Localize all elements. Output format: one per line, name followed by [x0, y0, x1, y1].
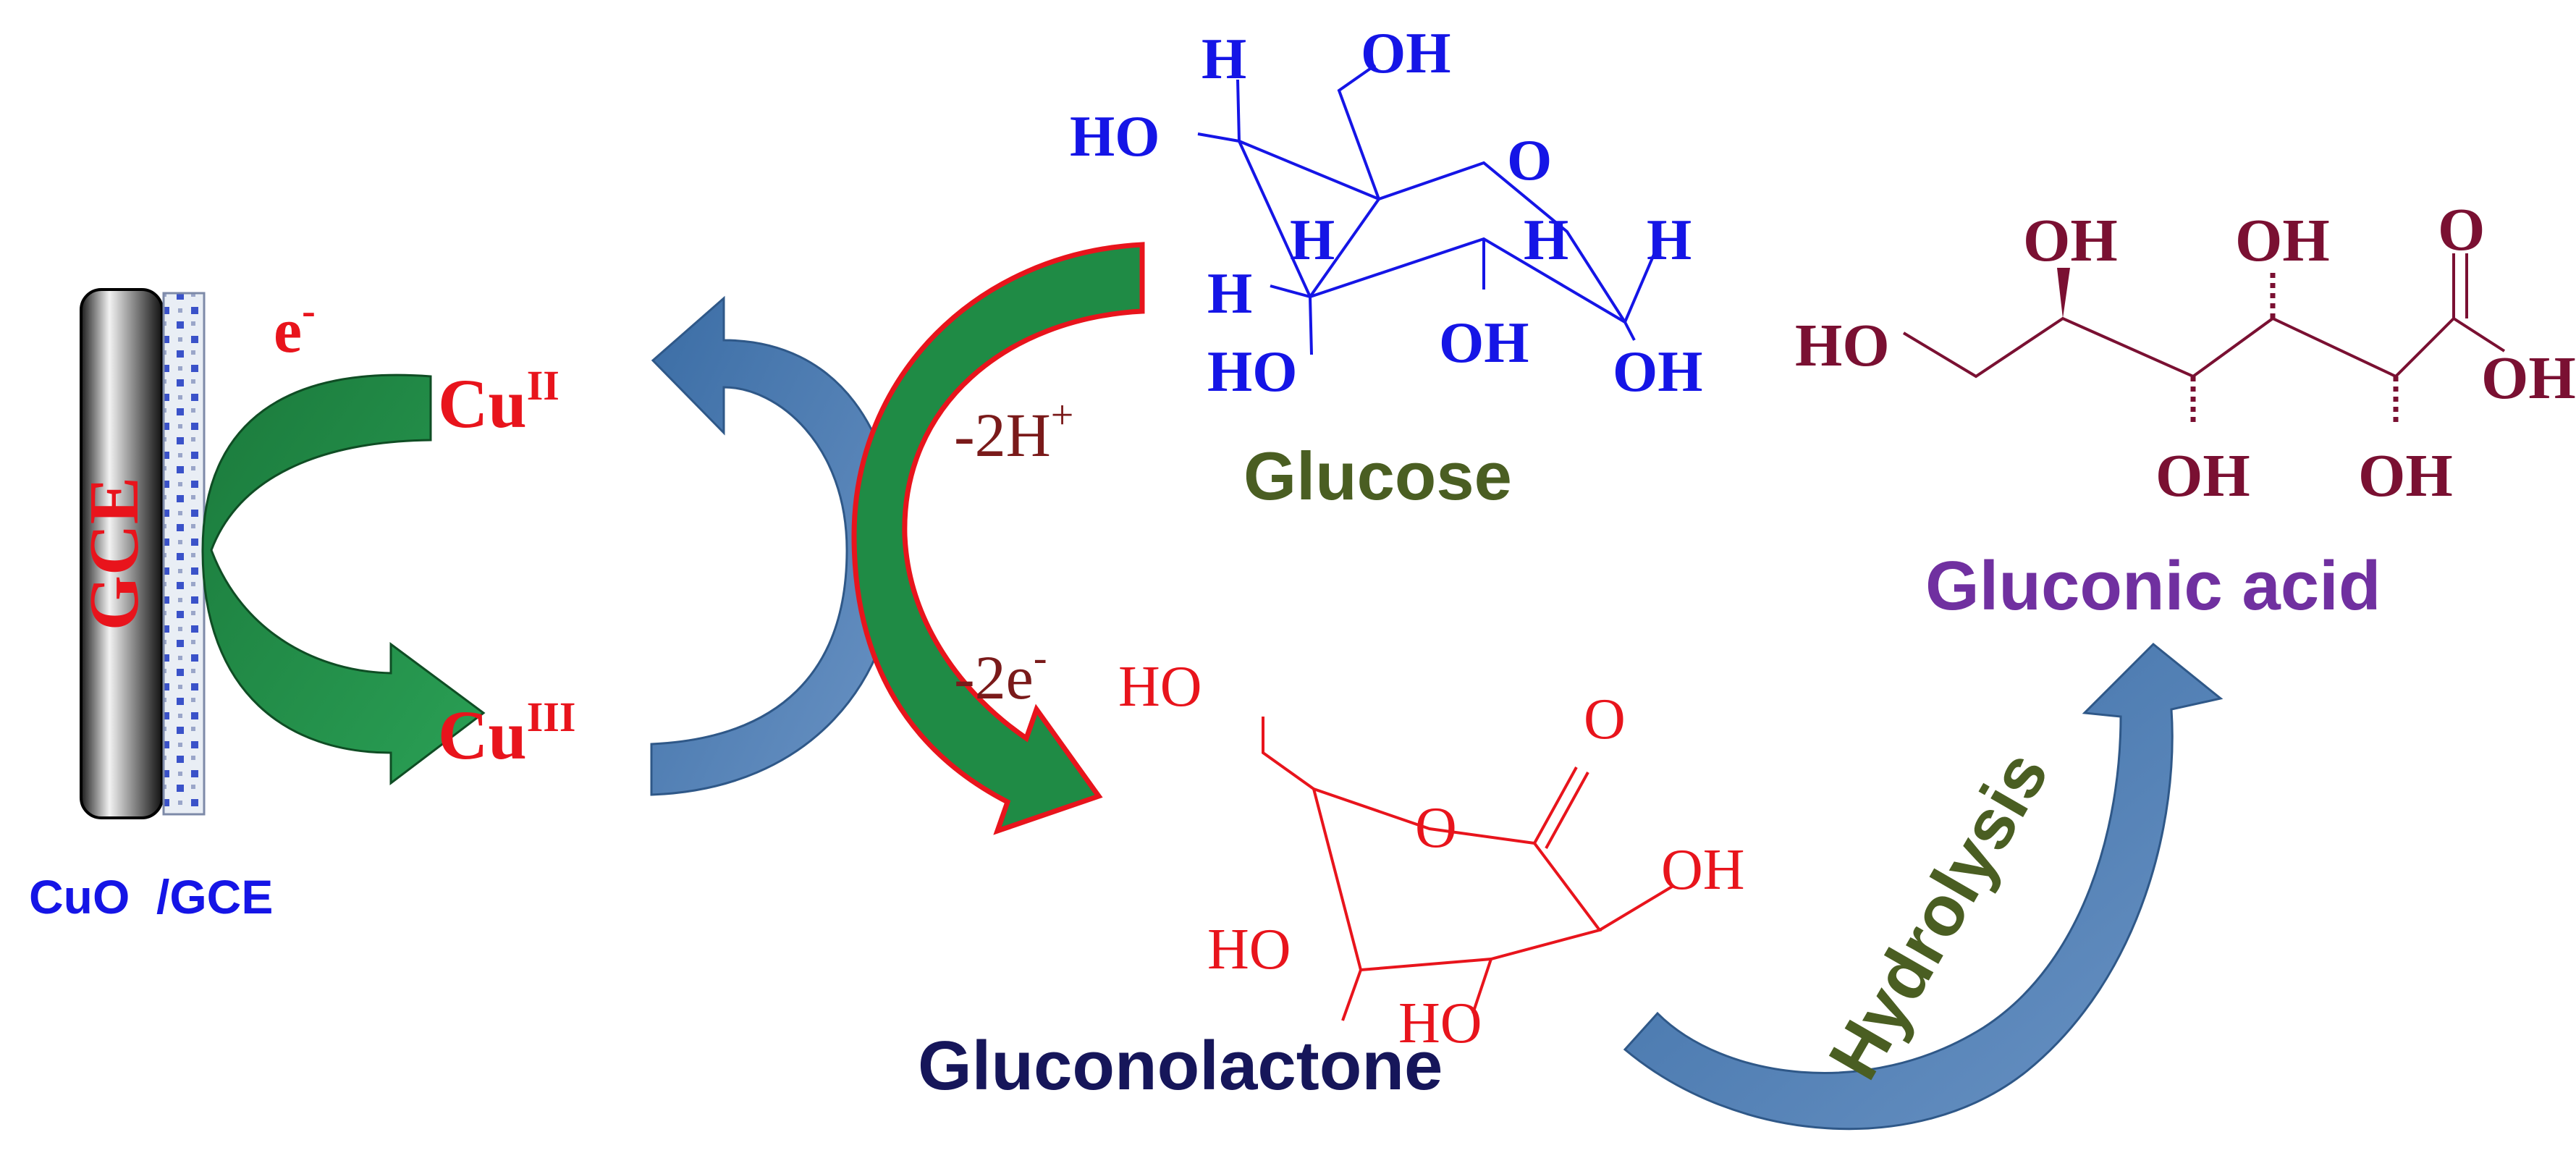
glucose-ring-bottom	[1238, 140, 1626, 324]
lactone-bond-ch2	[1262, 717, 1315, 790]
cu-iii-label: CuIII	[438, 693, 575, 774]
gce-label: GCE	[75, 477, 153, 630]
glucose-atom-h-right: H	[1647, 208, 1692, 272]
glucose-ring-top	[1238, 140, 1626, 324]
glucose-bond-1	[1236, 79, 1241, 142]
glucose-atom-ho-bottom: HO	[1207, 340, 1297, 404]
glucose-bond-c1	[1309, 198, 1380, 298]
glucose-atom-h-top: H	[1202, 28, 1246, 91]
proton-loss-text: -2H	[954, 400, 1051, 470]
lactone-atom-ho-left: HO	[1207, 918, 1291, 981]
gluconolactone-name: Gluconolactone	[918, 1027, 1443, 1105]
cu-ii-label: CuII	[438, 362, 559, 442]
cu-ii-superscript: II	[527, 362, 559, 409]
glucose-atom-o-ring: O	[1507, 129, 1552, 193]
green-redox-arrow	[201, 373, 486, 786]
glucose-structure	[1197, 64, 1659, 355]
svg-text:CuII: CuII	[438, 362, 559, 442]
glucose-bond-6	[1623, 321, 1636, 341]
glucose-atom-h-left: H	[1207, 262, 1252, 326]
glucose-name: Glucose	[1243, 438, 1512, 514]
gluconic-acid-name: Gluconic acid	[1925, 547, 2381, 625]
cu-iii-symbol: Cu	[438, 696, 527, 774]
gluconic-atom-oh-1: OH	[2023, 207, 2118, 274]
gluconic-atom-o-carbonyl: O	[2438, 196, 2485, 263]
electron-symbol: e	[274, 296, 302, 366]
lactone-bond-ho-mid	[1471, 958, 1492, 1014]
glucose-bond-ch2	[1337, 64, 1380, 200]
gluconic-carbonyl	[2452, 253, 2468, 318]
lactone-bond-ho-left	[1341, 969, 1362, 1021]
cuo-layer	[162, 292, 206, 816]
glucose-atom-oh-bottom: OH	[1613, 340, 1702, 404]
glucose-atom-h-mid1: H	[1290, 208, 1335, 272]
glucose-bond-4	[1270, 284, 1311, 298]
gluconic-atom-oh-4: OH	[2358, 442, 2453, 510]
electron-label: e-	[274, 289, 316, 366]
glucose-bond-3	[1309, 296, 1313, 355]
electron-loss-superscript: -	[1034, 635, 1047, 680]
gluconic-atom-labels: OH OH O HO OH OH OH	[1795, 196, 2576, 510]
lactone-atom-oh-right: OH	[1661, 838, 1745, 902]
gluconolactone-structure	[1262, 717, 1673, 1021]
gluconic-atom-oh-3: OH	[2155, 442, 2250, 510]
svg-text:CuIII: CuIII	[438, 693, 575, 774]
lactone-atom-ho-top: HO	[1118, 655, 1202, 719]
lactone-bond-oh-right	[1598, 885, 1673, 932]
electrode-caption: CuO /GCE	[29, 870, 273, 924]
glucose-atom-labels: OH H HO O H H H H HO OH OH	[1070, 22, 1702, 404]
electron-loss-text: -2e	[954, 643, 1034, 712]
glucose-bond-7	[1623, 245, 1659, 323]
lactone-atom-o-ring: O	[1415, 796, 1457, 860]
cu-ii-symbol: Cu	[438, 365, 527, 442]
gluconic-atom-ho-end: HO	[1795, 312, 1890, 379]
lactone-bond-carbonyl	[1533, 767, 1589, 849]
gluconic-chain	[1902, 316, 2506, 379]
glucose-atom-h-mid2: H	[1524, 208, 1568, 272]
gluconic-atom-oh-2: OH	[2235, 207, 2330, 274]
gluconolactone-atom-labels: HO O O OH HO HO	[1118, 655, 1745, 1055]
hydrolysis-arrow	[1623, 642, 2224, 1131]
electron-superscript: -	[302, 289, 316, 334]
glucose-bond-2	[1197, 132, 1240, 143]
gluconic-wedge-bond	[2057, 268, 2070, 318]
electrode: GCE CuO /GCE	[29, 288, 273, 924]
glucose-oxidation-arrow	[851, 242, 1145, 835]
gce-rod	[80, 288, 164, 819]
glucose-atom-oh-top: OH	[1361, 22, 1450, 85]
glucose-atom-ho-left: HO	[1070, 105, 1160, 169]
proton-loss-superscript: +	[1051, 393, 1074, 438]
proton-loss-label: -2H+	[954, 393, 1073, 470]
glucose-atom-oh-mid: OH	[1439, 311, 1529, 375]
electron-loss-label: -2e-	[954, 635, 1047, 712]
cu-iii-superscript: III	[527, 693, 576, 740]
blue-cycle-arrow	[650, 295, 899, 796]
gluconic-atom-oh-acid: OH	[2481, 345, 2576, 412]
lactone-atom-o-carbonyl: O	[1584, 688, 1626, 751]
lactone-atom-ho-bottom: HO	[1398, 992, 1482, 1055]
gluconic-acid-structure	[1902, 253, 2506, 427]
